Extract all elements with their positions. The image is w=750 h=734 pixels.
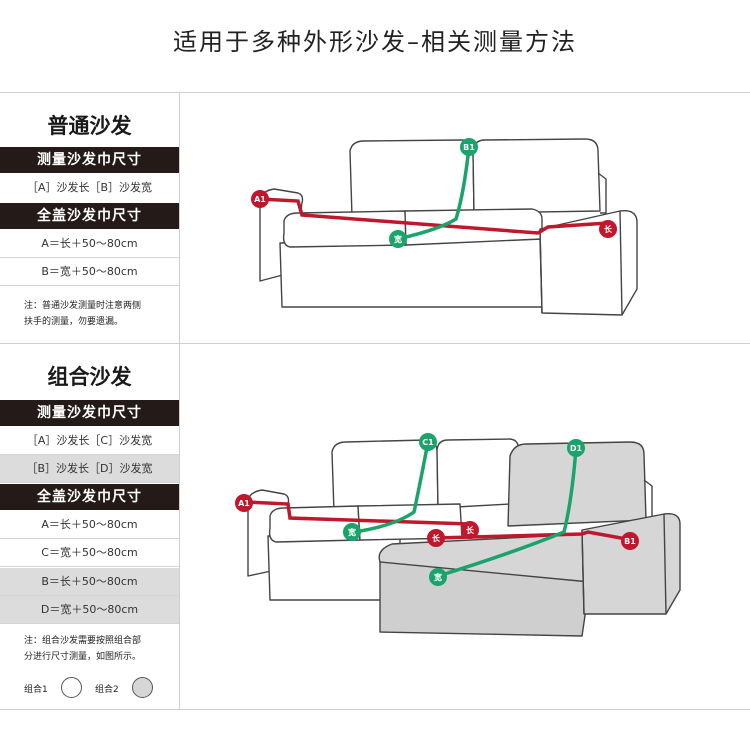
regular-width-line [401, 146, 471, 240]
combo-back-cushion-chaise [507, 441, 647, 527]
regular-note: 注：普通沙发测量时注意两侧 扶手的测量，勿要遗漏。 [24, 298, 174, 330]
divider-middle [0, 343, 750, 344]
combo-note-line1: 注：组合沙发需要按照组合部 [24, 636, 142, 646]
combo-length-line-a [245, 500, 471, 526]
regular-note-line2: 扶手的测量，勿要遗漏。 [24, 317, 124, 327]
legend-combo1-label: 组合1 [24, 685, 48, 695]
regular-row-b: B＝宽＋50～80cm [0, 258, 179, 286]
legend-combo1-swatch [61, 677, 82, 698]
regular-row-a: A＝长＋50～80cm [0, 230, 179, 258]
combo-marker-width-1: 宽 [347, 527, 356, 537]
marker-b1: B1 [463, 143, 475, 152]
combo-row-a: A＝长＋50～80cm [0, 511, 179, 539]
right-arm [539, 210, 638, 316]
divider-bottom [0, 709, 750, 710]
combo-note-line2: 分进行尺寸测量，如图所示。 [24, 652, 142, 662]
regular-sofa-diagram: A1 B1 宽 长 [251, 138, 638, 316]
combo-marker-c1: C1 [422, 438, 434, 447]
marker-width: 宽 [393, 234, 402, 244]
combo-marker-a1: A1 [238, 499, 250, 508]
combo-marker-width-2: 宽 [433, 572, 442, 582]
regular-measure-row: ［A］沙发长［B］沙发宽 [26, 181, 153, 194]
combo-measure-row-2: ［B］沙发长［D］沙发宽 [0, 455, 179, 483]
marker-a1: A1 [254, 195, 266, 204]
combo-length-line-b [435, 530, 633, 542]
combo-row-b: B＝长＋50～80cm [0, 568, 179, 596]
combo-sofa-heading: 组合沙发 [47, 365, 132, 389]
back-cushion-left [349, 139, 475, 218]
divider-top [0, 92, 750, 93]
combo-width-line-c [353, 441, 430, 534]
combo-width-line-d [437, 447, 578, 578]
combo-marker-length-1: 长 [466, 525, 475, 535]
regular-sofa-panel: 普通沙发 测量沙发巾尺寸 ［A］沙发长［B］沙发宽 全盖沙发巾尺寸 A＝长＋50… [0, 92, 179, 343]
legend-combo2-swatch [132, 677, 153, 698]
marker-length: 长 [604, 224, 613, 234]
regular-length-line [259, 197, 609, 235]
column-divider [179, 92, 180, 709]
page-title: 适用于多种外形沙发–相关测量方法 [173, 28, 577, 56]
combo-marker-b1: B1 [624, 537, 636, 546]
combo-measure-bar: 测量沙发巾尺寸 [0, 400, 179, 426]
combo-cover-bar: 全盖沙发巾尺寸 [0, 484, 179, 510]
combo-right-arm [581, 513, 681, 615]
combo-marker-d1: D1 [570, 444, 583, 453]
regular-cover-bar: 全盖沙发巾尺寸 [0, 203, 179, 229]
regular-note-line1: 注：普通沙发测量时注意两侧 [24, 301, 142, 311]
combo-measure-row-1: ［A］沙发长［C］沙发宽 [0, 427, 179, 455]
sofa-base [279, 238, 543, 308]
legend-combo2-label: 组合2 [95, 685, 119, 695]
combo-sofa-panel: 组合沙发 测量沙发巾尺寸 ［A］沙发长［C］沙发宽 ［B］沙发长［D］沙发宽 全… [0, 343, 179, 709]
regular-sofa-heading: 普通沙发 [47, 114, 132, 138]
combo-row-c: C＝宽＋50～80cm [0, 539, 179, 567]
back-cushion-right [472, 138, 601, 214]
regular-measure-bar: 测量沙发巾尺寸 [0, 147, 179, 173]
combo-note: 注：组合沙发需要按照组合部 分进行尺寸测量，如图所示。 [24, 633, 174, 665]
combo-back-cushion-middle [436, 438, 520, 509]
combo-marker-length-2: 长 [432, 533, 441, 543]
combo-sofa-diagram: A1 C1 D1 宽 长 长 宽 B1 [235, 433, 681, 637]
combo-row-d: D＝宽＋50～80cm [0, 596, 179, 624]
